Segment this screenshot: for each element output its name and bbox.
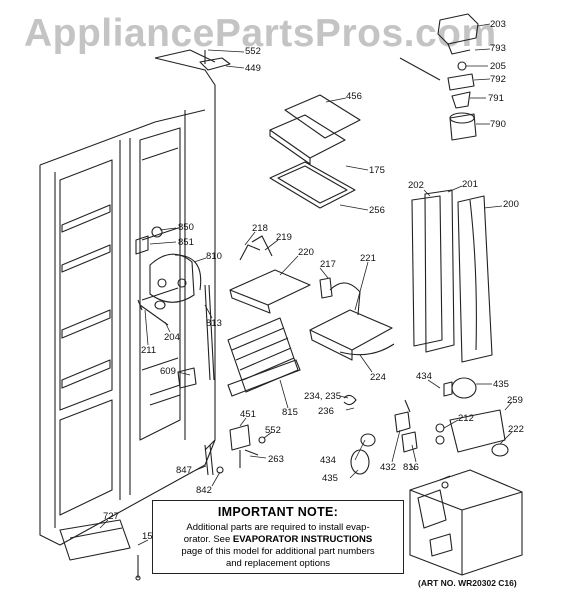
label-202: 202 [408,180,424,191]
label-256: 256 [369,205,385,216]
label-791: 791 [488,93,504,104]
panel-202 [411,195,443,347]
label-151: 151 [142,531,158,542]
label-435-left: 435 [322,473,338,484]
note-line-2-bold: EVAPORATOR INSTRUCTIONS [232,534,373,545]
label-204: 204 [164,332,180,343]
label-451: 451 [240,409,256,420]
cabinet-outline [39,49,216,546]
label-813: 813 [206,318,222,329]
label-851: 851 [178,237,194,248]
label-609: 609 [160,366,176,377]
label-219: 219 [276,232,292,243]
label-211: 211 [141,345,157,356]
art-number: (ART NO. WR20302 C16) [418,578,517,588]
label-434-right: 434 [416,371,432,382]
gasket-256 [269,161,356,209]
label-263: 263 [268,454,284,465]
label-220: 220 [298,247,314,258]
note-line-2-text: orator. See [183,534,233,545]
label-792: 792 [490,74,506,85]
panel-201 [424,189,455,353]
label-201: 201 [462,179,478,190]
label-727: 727 [103,511,119,522]
label-217: 217 [320,259,336,270]
label-222: 222 [508,424,524,435]
fan-housing [437,13,479,45]
label-200: 200 [503,199,519,210]
label-435-right: 435 [493,379,509,390]
note-line-2: orator. See EVAPORATOR INSTRUCTIONS [157,534,399,546]
trim-727 [59,519,131,561]
bracket-449 [199,57,231,71]
label-847: 847 [176,465,192,476]
note-body: Additional parts are required to install… [153,522,403,570]
label-552-top: 552 [245,46,261,57]
label-432: 432 [380,462,396,473]
label-234-235: 234, 235 [304,391,341,402]
watermark: AppliancePartsPros.com [24,12,497,55]
label-816: 816 [403,462,419,473]
label-810: 810 [206,251,222,262]
tray-220 [229,269,311,306]
label-815: 815 [282,407,298,418]
important-note-box: IMPORTANT NOTE: Additional parts are req… [152,500,404,574]
label-456: 456 [346,91,362,102]
note-line-3: page of this model for additional part n… [181,546,375,557]
evaporator-cover [284,94,361,139]
label-790: 790 [490,119,506,130]
label-175: 175 [369,165,385,176]
label-212: 212 [458,413,474,424]
label-218: 218 [252,223,268,234]
note-line-4: and replacement options [225,558,331,569]
note-title: IMPORTANT NOTE: [217,505,339,519]
label-552-bottom: 552 [265,425,281,436]
drain-pan [309,309,393,351]
label-203: 203 [490,19,506,30]
label-221: 221 [360,253,376,264]
label-224: 224 [370,372,386,383]
label-434-left: 434 [320,455,336,466]
panel-200 [457,195,493,363]
label-850: 850 [178,222,194,233]
label-205: 205 [490,61,506,72]
label-259: 259 [507,395,523,406]
label-793: 793 [490,43,506,54]
light-cover-259 [449,409,506,453]
evaporator-coil [227,317,299,393]
label-236: 236 [318,406,334,417]
label-449: 449 [245,63,261,74]
note-line-1: Additional parts are required to install… [186,522,370,533]
label-842: 842 [196,485,212,496]
control-housing-816 [409,469,523,576]
fan-motor-810 [149,253,195,303]
leader-lines [99,23,513,546]
